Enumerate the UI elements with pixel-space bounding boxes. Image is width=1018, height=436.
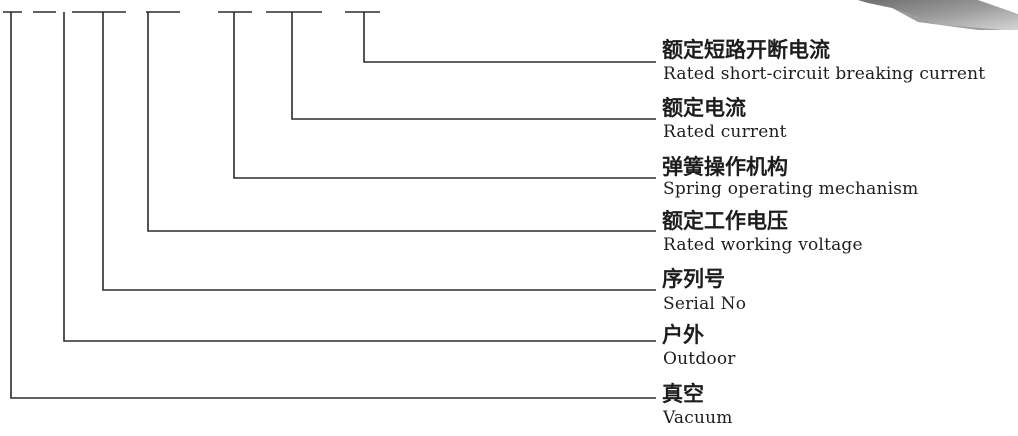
label-zh-rated-current: 额定电流 — [662, 96, 746, 120]
leader-line-2 — [291, 12, 656, 120]
leader-line-5 — [102, 12, 656, 291]
label-zh-serial-no: 序列号 — [662, 267, 725, 291]
label-en-outdoor: Outdoor — [663, 349, 736, 369]
leader-line-4 — [147, 12, 656, 232]
label-en-breaking-current: Rated short-circuit breaking current — [663, 64, 986, 84]
leader-line-7 — [10, 12, 656, 399]
label-zh-spring-mechanism: 弹簧操作机构 — [662, 155, 788, 179]
label-en-working-voltage: Rated working voltage — [663, 235, 863, 255]
label-en-spring-mechanism: Spring operating mechanism — [663, 179, 919, 199]
product-photo-fragment — [828, 0, 1018, 30]
label-zh-outdoor: 户外 — [662, 323, 704, 347]
label-zh-working-voltage: 额定工作电压 — [662, 209, 788, 233]
label-zh-breaking-current: 额定短路开断电流 — [662, 38, 830, 62]
leader-line-3 — [233, 12, 656, 179]
label-zh-vacuum: 真空 — [662, 382, 704, 406]
label-en-serial-no: Serial No — [663, 294, 747, 314]
leader-line-1 — [363, 12, 656, 63]
label-en-rated-current: Rated current — [663, 122, 787, 142]
label-en-vacuum: Vacuum — [663, 408, 733, 428]
leader-line-6 — [63, 12, 656, 342]
